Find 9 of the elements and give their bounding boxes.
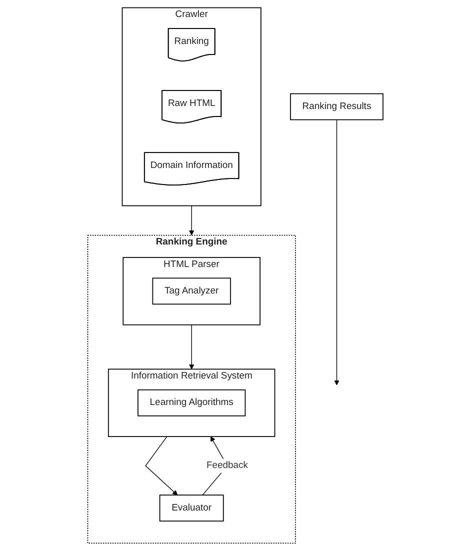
arrow [334,118,340,385]
node-box: Ranking Results [290,92,384,120]
arrow [189,324,194,369]
node-box: Learning Algorithms [138,388,246,416]
arrow [189,204,194,236]
node-box: Tag Analyzer [152,277,232,304]
node-box: Evaluator [159,494,224,522]
arrow [145,436,178,495]
edge-label: Feedback [206,460,248,470]
